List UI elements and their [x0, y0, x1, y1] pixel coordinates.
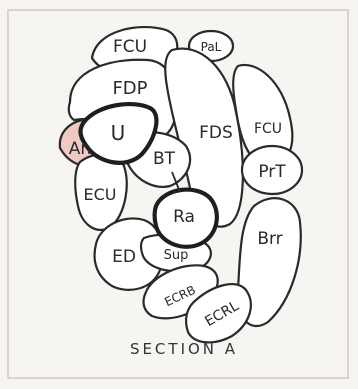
muscle-prt — [240, 144, 304, 196]
muscle-ecrl — [185, 283, 252, 344]
label-ra: Ra — [173, 207, 195, 227]
diagram-frame — [7, 9, 349, 379]
label-an: An — [69, 139, 91, 159]
label-sup: Sup — [164, 248, 189, 263]
muscle-ed — [93, 217, 164, 291]
label-pal: PaL — [201, 40, 222, 54]
label-brr: Brr — [257, 229, 282, 249]
label-fcu-right: FCU — [254, 121, 282, 137]
bone-radius — [152, 187, 219, 249]
label-prt: PrT — [258, 162, 286, 182]
label-fcu-top: FCU — [113, 37, 147, 57]
label-fdp: FDP — [112, 78, 147, 99]
bone-ulna — [78, 101, 159, 165]
muscle-brr — [236, 197, 302, 328]
label-fds: FDS — [199, 123, 233, 143]
label-ecu: ECU — [84, 185, 117, 204]
label-bt: BT — [153, 149, 176, 169]
bt-pointer-line — [171, 171, 181, 193]
label-ed: ED — [112, 247, 136, 267]
section-caption: SECTION A — [130, 340, 238, 358]
label-u: U — [111, 121, 126, 145]
